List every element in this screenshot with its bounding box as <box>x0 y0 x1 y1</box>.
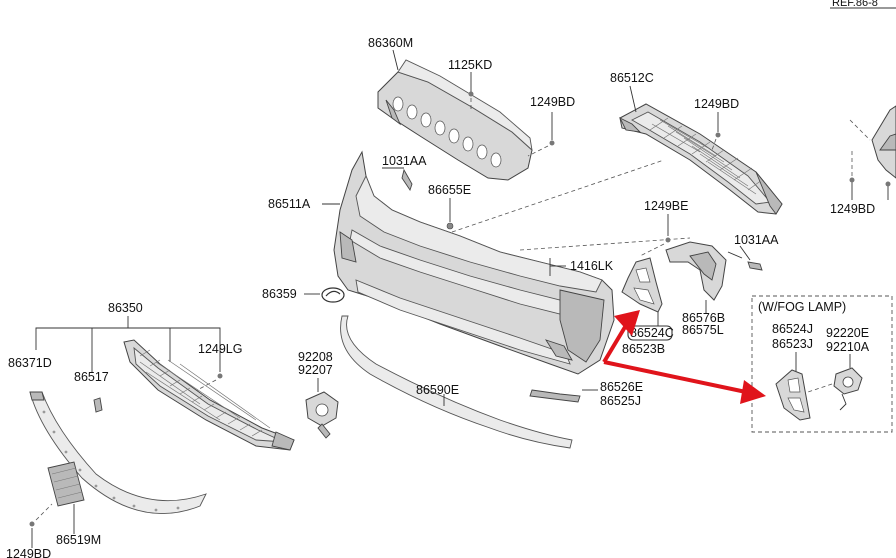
label-86511A: 86511A <box>268 197 311 211</box>
label-86523B: 86523B <box>622 342 665 356</box>
label-86524C: 86524C <box>630 326 674 340</box>
label-86519M: 86519M <box>56 533 101 547</box>
label-1249BE: 1249BE <box>644 199 688 213</box>
highlight-86524C <box>627 325 673 341</box>
label-1249LG: 1249LG <box>198 342 242 356</box>
label-92220E: 92220E <box>826 326 869 340</box>
label-1416LK: 1416LK <box>570 259 614 273</box>
label-86525J: 86525J <box>600 394 641 408</box>
upper-grille-86512C <box>618 103 783 215</box>
inset-label: (W/FOG LAMP) <box>758 300 846 314</box>
upper-bracket-86360M <box>377 59 533 181</box>
label-1249BD-right: 1249BD <box>694 97 739 111</box>
air-duct-86576B <box>665 241 727 301</box>
label-86576B: 86576B <box>682 311 725 325</box>
label-86524J: 86524J <box>772 322 813 336</box>
fog-cover-86524C <box>621 257 663 313</box>
label-86526E: 86526E <box>600 380 643 394</box>
label-86350: 86350 <box>108 301 143 315</box>
fog-lamp-92208 <box>305 391 339 439</box>
label-1031AA-right: 1031AA <box>734 233 779 247</box>
red-arrows <box>602 310 766 404</box>
plate-bracket-86519M <box>47 461 85 507</box>
ref-label: REF.86-8 <box>832 0 878 9</box>
label-1031AA-left: 1031AA <box>382 154 427 168</box>
label-86655E: 86655E <box>428 183 471 197</box>
fog-lamp-92220E <box>833 367 863 411</box>
emblem-86359 <box>321 287 345 303</box>
label-92207: 92207 <box>298 363 333 377</box>
label-92210A: 92210A <box>826 340 870 354</box>
label-86512C: 86512C <box>610 71 654 85</box>
bumper-cover-86511A <box>333 150 615 375</box>
label-86359: 86359 <box>262 287 297 301</box>
label-86371D: 86371D <box>8 356 52 370</box>
label-92208: 92208 <box>298 350 333 364</box>
label-1125KD: 1125KD <box>448 58 492 72</box>
label-86590E: 86590E <box>416 383 459 397</box>
label-1249BD-top: 1249BD <box>530 95 575 109</box>
label-86360M: 86360M <box>368 36 413 50</box>
label-86523J: 86523J <box>772 337 813 351</box>
label-86517: 86517 <box>74 370 109 384</box>
grille-mesh-86350 <box>123 339 295 451</box>
grille-frame-86371D <box>29 391 207 515</box>
label-1249BD-far: 1249BD <box>830 202 875 216</box>
label-86575L: 86575L <box>682 323 724 337</box>
label-1249BD-bottom: 1249BD <box>6 547 51 558</box>
fog-lamp-inset-box <box>751 295 893 433</box>
fog-cover-86524J <box>775 369 811 421</box>
side-bracket-partial <box>871 105 896 179</box>
lower-strip-86590E <box>340 315 573 449</box>
